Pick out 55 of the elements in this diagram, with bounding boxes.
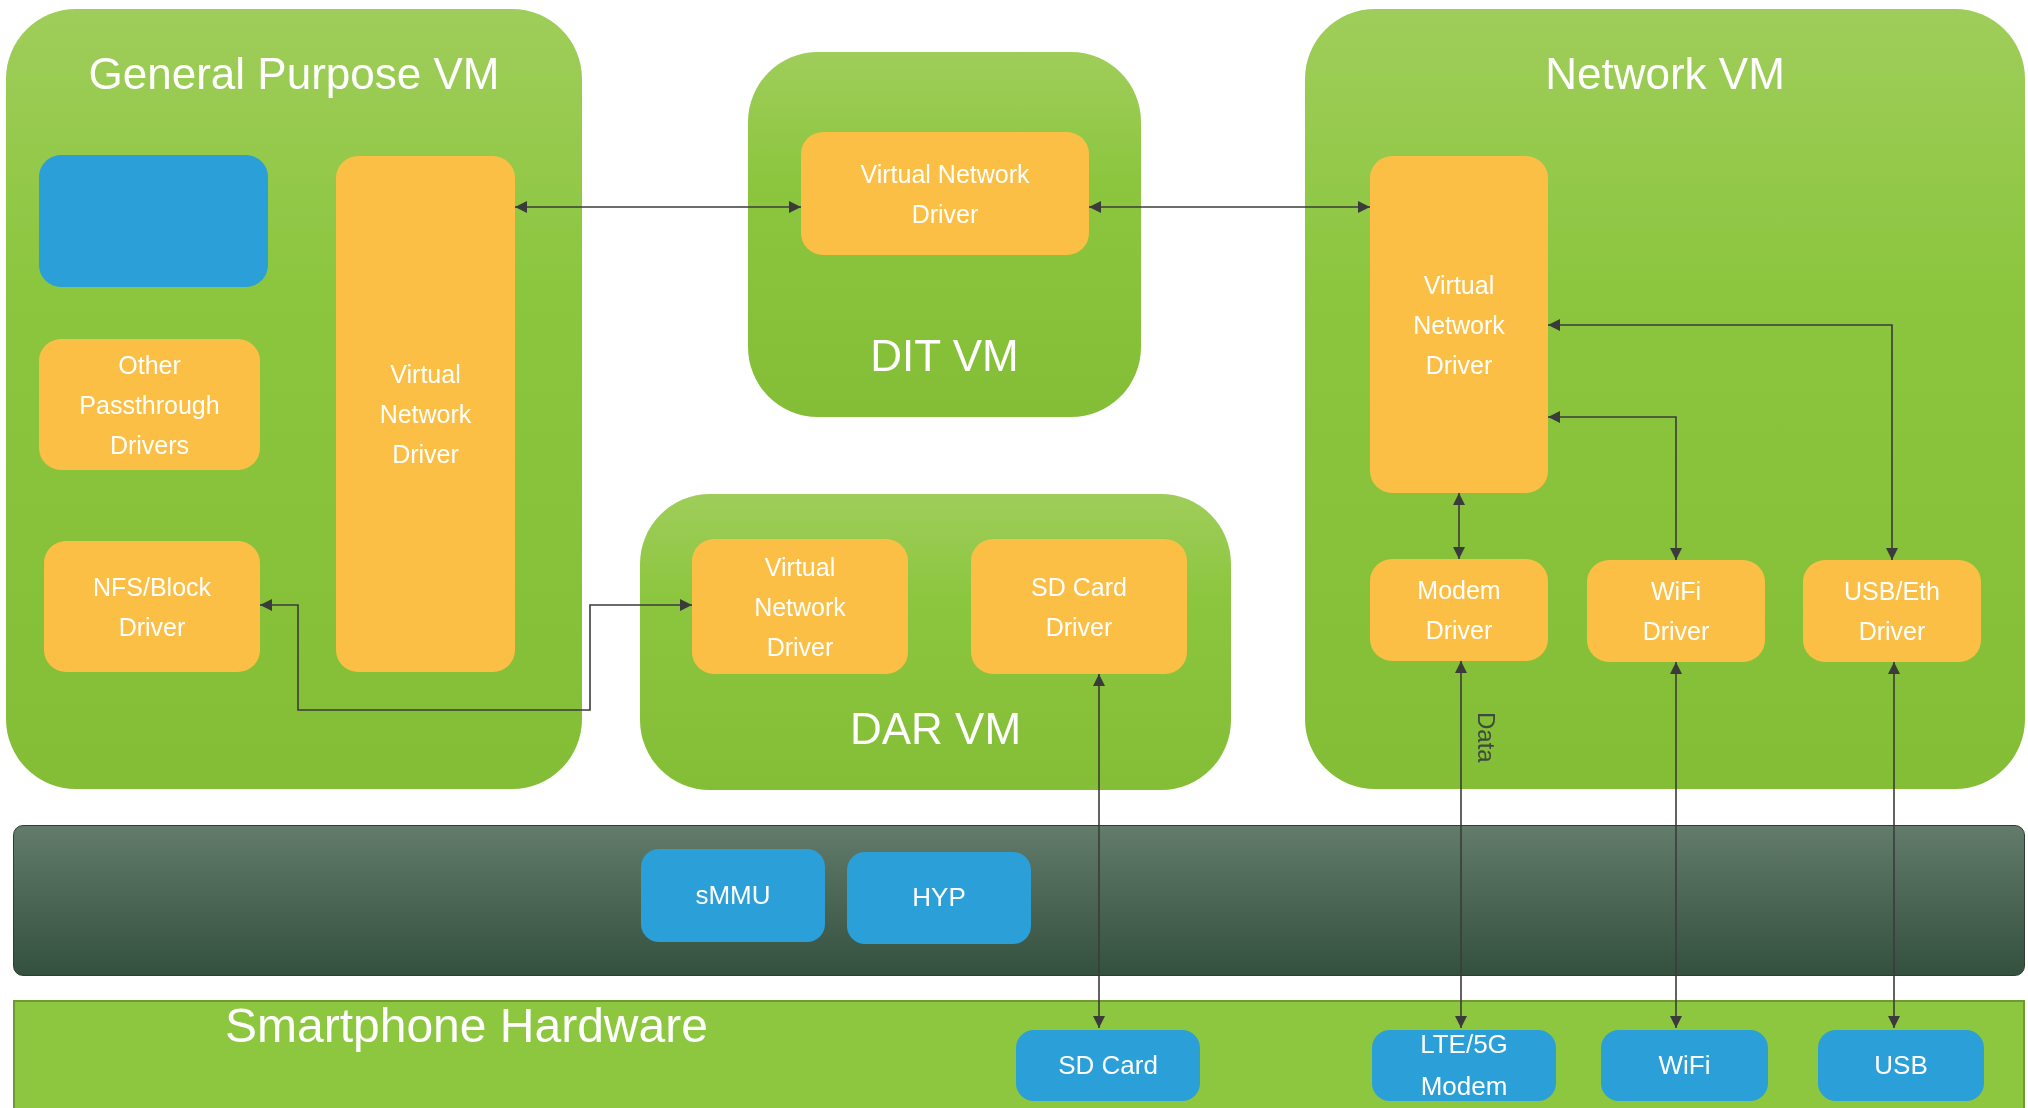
component-box — [1372, 1030, 1556, 1101]
driver-box — [44, 541, 260, 672]
box-label: Modem Driver — [1416, 575, 1502, 646]
connector-arrow — [259, 599, 693, 711]
box-label: Virtual Network Driver — [753, 551, 847, 663]
vm-panel — [748, 52, 1141, 417]
box-label: SD Card — [1057, 1048, 1159, 1082]
connector-arrow — [1547, 319, 1898, 561]
component-box — [1601, 1030, 1768, 1101]
connector-arrow — [1455, 660, 1467, 1029]
driver-box — [336, 156, 515, 672]
box-label: Virtual Network Driver — [859, 158, 1031, 230]
panel-title: Smartphone Hardware — [225, 998, 708, 1053]
box-label: sMMU — [694, 878, 772, 912]
component-box — [1016, 1030, 1200, 1101]
box-label: LTE/5G Modem — [1419, 1027, 1509, 1103]
box-label: WiFi — [1657, 1048, 1712, 1082]
connector-arrow — [1888, 661, 1900, 1029]
driver-box — [971, 539, 1187, 674]
box-label: USB/Eth Driver — [1843, 576, 1941, 647]
box-label: Other Passthrough Drivers — [78, 349, 221, 461]
vm-panel — [640, 494, 1231, 790]
connector-arrow — [1088, 201, 1371, 213]
connector-arrow — [1670, 661, 1682, 1029]
driver-box — [39, 339, 260, 470]
connector-arrow — [514, 201, 802, 213]
panel-title: DAR VM — [848, 704, 1023, 754]
component-box — [1818, 1030, 1984, 1101]
box-label: SD Card Driver — [1030, 571, 1128, 643]
driver-box — [1587, 560, 1765, 662]
driver-box — [1370, 559, 1548, 661]
driver-box — [1370, 156, 1548, 493]
vm-panel — [6, 9, 582, 789]
component-box — [847, 852, 1031, 944]
connector-arrow — [1453, 492, 1465, 560]
box-label: Virtual Network Driver — [378, 359, 473, 470]
connector-arrow — [1093, 673, 1105, 1029]
box-label: HYP — [911, 881, 967, 915]
driver-box — [1803, 560, 1981, 662]
blank-box — [39, 155, 268, 287]
panel-title: General Purpose VM — [87, 49, 501, 99]
connector-arrow — [1547, 411, 1682, 561]
driver-box — [801, 132, 1089, 255]
panel-title: Network VM — [1544, 49, 1786, 99]
box-label: WiFi Driver — [1641, 576, 1711, 647]
box-label: Virtual Network Driver — [1412, 269, 1506, 381]
hardware-band — [13, 1000, 2025, 1108]
box-label: NFS/Block Driver — [91, 571, 213, 643]
panel-title: DIT VM — [869, 331, 1020, 381]
box-label: USB — [1873, 1048, 1929, 1082]
component-box — [641, 849, 825, 942]
driver-box — [692, 539, 908, 674]
edge-label: Data — [1472, 712, 1500, 763]
hypervisor-band — [13, 825, 2025, 976]
vm-panel — [1305, 9, 2025, 789]
